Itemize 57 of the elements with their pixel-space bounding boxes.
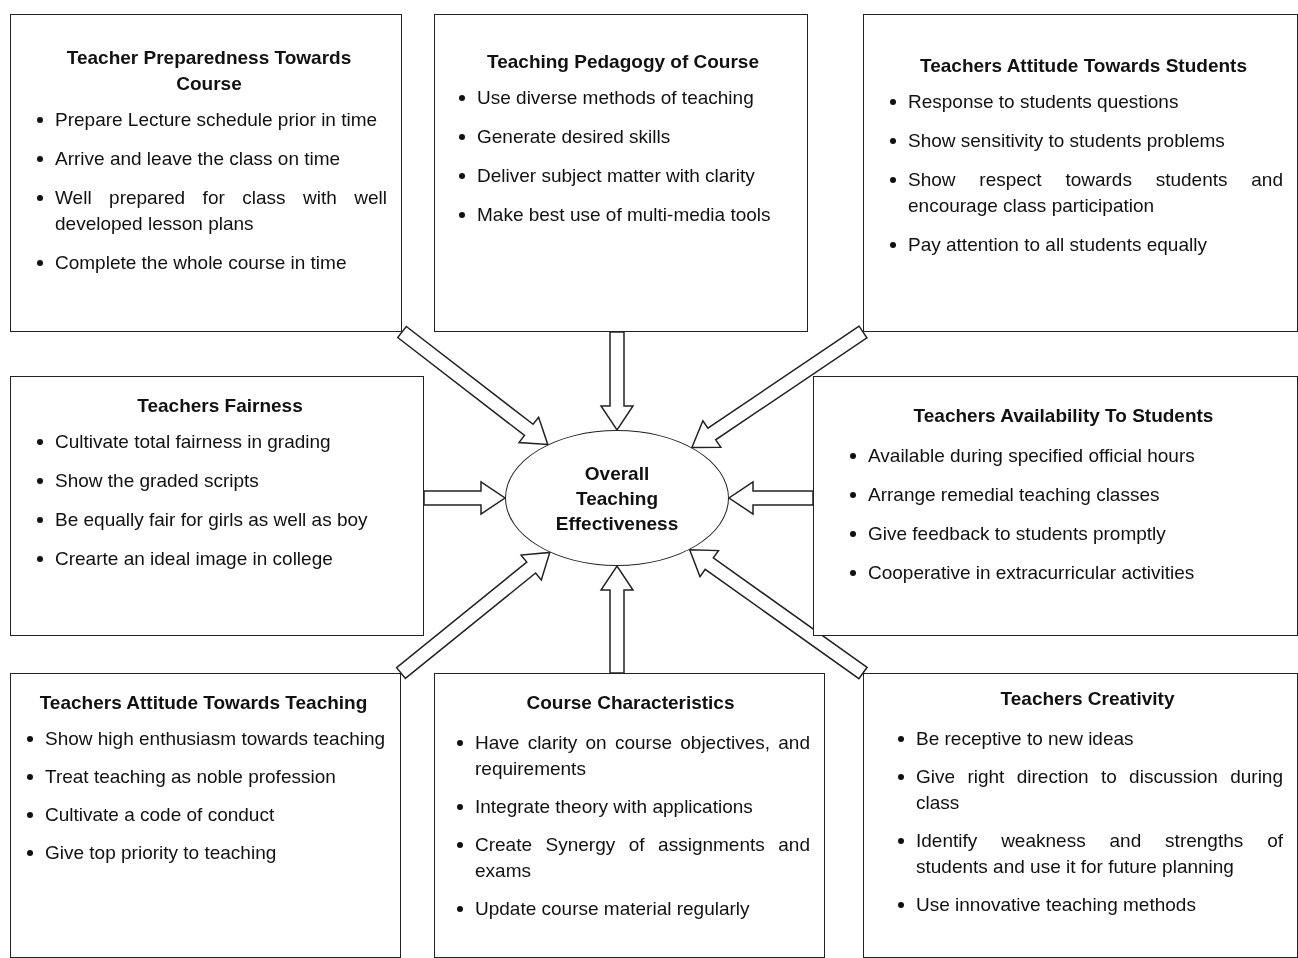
bullet-text: Well prepared for class with well developed lesson plans (55, 186, 387, 236)
bullet-text: Create Synergy of assignments and exams (475, 833, 810, 883)
box-heading: Teachers Availability To Students (912, 404, 1215, 428)
bullet-text: Available during specified official hours (868, 444, 1195, 468)
bullet-text: Integrate theory with applications (475, 795, 753, 819)
bullet-text: Response to students questions (908, 90, 1179, 114)
bullet-text: Show respect towards students and encourage class participation (908, 168, 1283, 218)
bullet-text: Show high enthusiasm towards teaching (45, 727, 386, 751)
content-box (863, 673, 1298, 958)
bullet-text: Cooperative in extracurricular activities (868, 561, 1195, 585)
bullet-text: Use diverse methods of teaching (477, 86, 754, 110)
block-arrow (599, 564, 635, 674)
bullet-text: Give right direction to discussion during class (916, 765, 1283, 815)
content-box (813, 376, 1298, 636)
box-heading: Course Characteristics (525, 691, 736, 715)
content-box (10, 376, 424, 636)
bullet-text: Give top priority to teaching (45, 841, 277, 865)
bullet-text: Identify weakness and strengths of students and use it for future planning (916, 829, 1283, 879)
content-box (434, 673, 825, 958)
box-heading: Teachers Attitude Towards Students (919, 54, 1248, 78)
bullet-text: Have clarity on course objectives, and requirements (475, 731, 810, 781)
bullet-text: Treat teaching as noble profession (45, 765, 336, 789)
box-heading: Teachers Creativity (999, 687, 1176, 711)
bullet-text: Update course material regularly (475, 897, 750, 921)
block-arrow (423, 480, 507, 516)
bullet-text: Pay attention to all students equally (908, 233, 1207, 257)
bullet-text: Deliver subject matter with clarity (477, 164, 755, 188)
content-box (10, 14, 402, 332)
bullet-text: Be equally fair for girls as well as boy (55, 508, 368, 532)
block-arrow (727, 480, 814, 516)
content-box (434, 14, 808, 332)
bullet-text: Arrive and leave the class on time (55, 147, 341, 171)
block-arrow (690, 325, 868, 449)
bullet-text: Show sensitivity to students problems (908, 129, 1225, 153)
bullet-text: Complete the whole course in time (55, 251, 347, 275)
block-arrow (688, 548, 869, 680)
bullet-text: Give feedback to students promptly (868, 522, 1166, 546)
bullet-text: Make best use of multi-media tools (477, 203, 771, 227)
box-heading: Teacher Preparedness Towards Course (65, 46, 353, 96)
box-heading: Teaching Pedagogy of Course (486, 50, 760, 74)
block-arrow (396, 325, 549, 446)
box-heading: Teachers Attitude Towards Teaching (38, 691, 369, 715)
bullet-text: Crearte an ideal image in college (55, 547, 333, 571)
bullet-text: Use innovative teaching methods (916, 893, 1196, 917)
block-arrow (395, 551, 551, 680)
bullet-text: Cultivate total fairness in grading (55, 430, 331, 454)
content-box (10, 673, 401, 958)
center-label: Overall Teaching Effectiveness (554, 461, 680, 536)
bullet-text: Prepare Lecture schedule prior in time (55, 108, 378, 132)
content-box (863, 14, 1298, 332)
block-arrow (599, 331, 635, 432)
box-heading: Teachers Fairness (136, 394, 304, 418)
bullet-text: Generate desired skills (477, 125, 671, 149)
bullet-text: Show the graded scripts (55, 469, 259, 493)
bullet-text: Cultivate a code of conduct (45, 803, 275, 827)
bullet-text: Arrange remedial teaching classes (868, 483, 1160, 507)
bullet-text: Be receptive to new ideas (916, 727, 1134, 751)
